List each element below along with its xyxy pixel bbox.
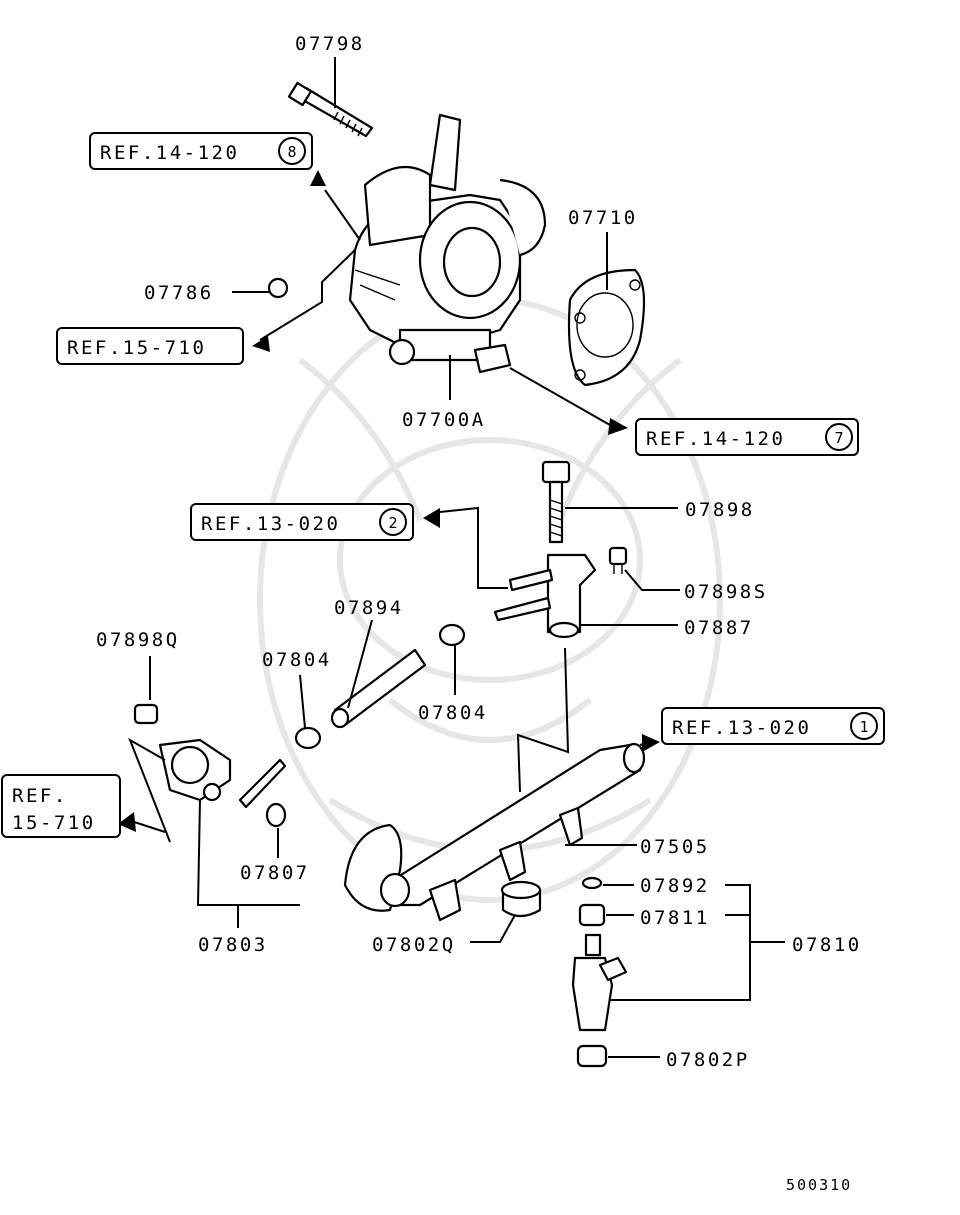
fitting-07898S[interactable] [608,546,628,574]
label-07898Q: 07898Q [96,629,180,651]
ref-text: REF.13-020 [672,717,811,739]
ref-text: REF.14-120 [646,428,785,450]
label-07898: 07898 [685,499,755,521]
bolt-07798[interactable] [287,81,374,138]
arrow-right-ref-13-020-1 [642,734,660,752]
throttle-body[interactable] [267,113,547,374]
arrow-up-ref-14-120-8 [310,170,326,186]
ref-circle-number: 7 [834,429,843,447]
label-07802P: 07802P [666,1049,750,1071]
fuel-rail[interactable] [343,742,646,922]
ref-box-15-710-b[interactable]: REF. 15-710 [1,774,121,838]
hose-07894[interactable] [330,648,427,729]
leader-lines [127,57,785,1058]
ref-circle-number: 8 [287,143,296,161]
ref-circle-number: 1 [859,718,868,736]
arrow-left-ref-15-710-b [118,812,136,832]
label-07887: 07887 [684,617,754,639]
label-07700A: 07700A [402,409,486,431]
label-07807: 07807 [240,862,310,884]
ref-text: REF.15-710 [67,337,206,359]
ref-text: REF.14-120 [100,142,239,164]
oring-07807[interactable] [265,802,287,828]
ref-text: REF.13-020 [201,513,340,535]
watermark-emblem [257,297,723,903]
ref-text-line1: REF. [12,785,68,807]
label-07786: 07786 [144,282,214,304]
label-07811: 07811 [640,907,710,929]
arrow-left-ref-15-710 [252,336,270,352]
ref-box-14-120-8[interactable]: REF.14-120 8 [89,132,313,170]
arrows [118,170,660,832]
label-07804-left: 07804 [262,649,332,671]
label-07802Q: 07802Q [372,934,456,956]
bolt-07898[interactable] [541,460,571,544]
label-07804-right: 07804 [418,702,488,724]
label-07710: 07710 [568,207,638,229]
label-07798: 07798 [295,33,365,55]
arrow-left-ref-13-020-2 [423,508,440,528]
part-labels: 07798 07786 07710 07700A 07898 07898S 07… [96,33,862,1071]
fuel-pipe-07887[interactable] [493,553,597,639]
clamp-07804-right[interactable] [438,623,466,647]
label-07505: 07505 [640,836,710,858]
ref-box-13-020-2[interactable]: REF.13-020 2 [190,503,414,541]
injector-assembly[interactable] [571,876,628,1068]
arrow-right-ref-14-120-7 [608,418,628,435]
diagram-code: 500310 [786,1176,852,1194]
ref-box-13-020-1[interactable]: REF.13-020 1 [661,707,885,745]
pressure-regulator[interactable] [133,703,287,809]
gasket-07710[interactable] [567,268,646,387]
insulator-07802Q[interactable] [500,880,542,918]
label-07810: 07810 [792,934,862,956]
ref-box-15-710[interactable]: REF.15-710 [56,327,244,365]
label-07892: 07892 [640,875,710,897]
label-07898S: 07898S [684,581,768,603]
screw-07786[interactable] [267,277,289,299]
ref-circle-number: 2 [388,514,397,532]
label-07894: 07894 [334,597,404,619]
ref-text-line2: 15-710 [12,812,96,834]
label-07803: 07803 [198,934,268,956]
clamp-07804-left[interactable] [294,726,322,750]
ref-box-14-120-7[interactable]: REF.14-120 7 [635,418,859,456]
